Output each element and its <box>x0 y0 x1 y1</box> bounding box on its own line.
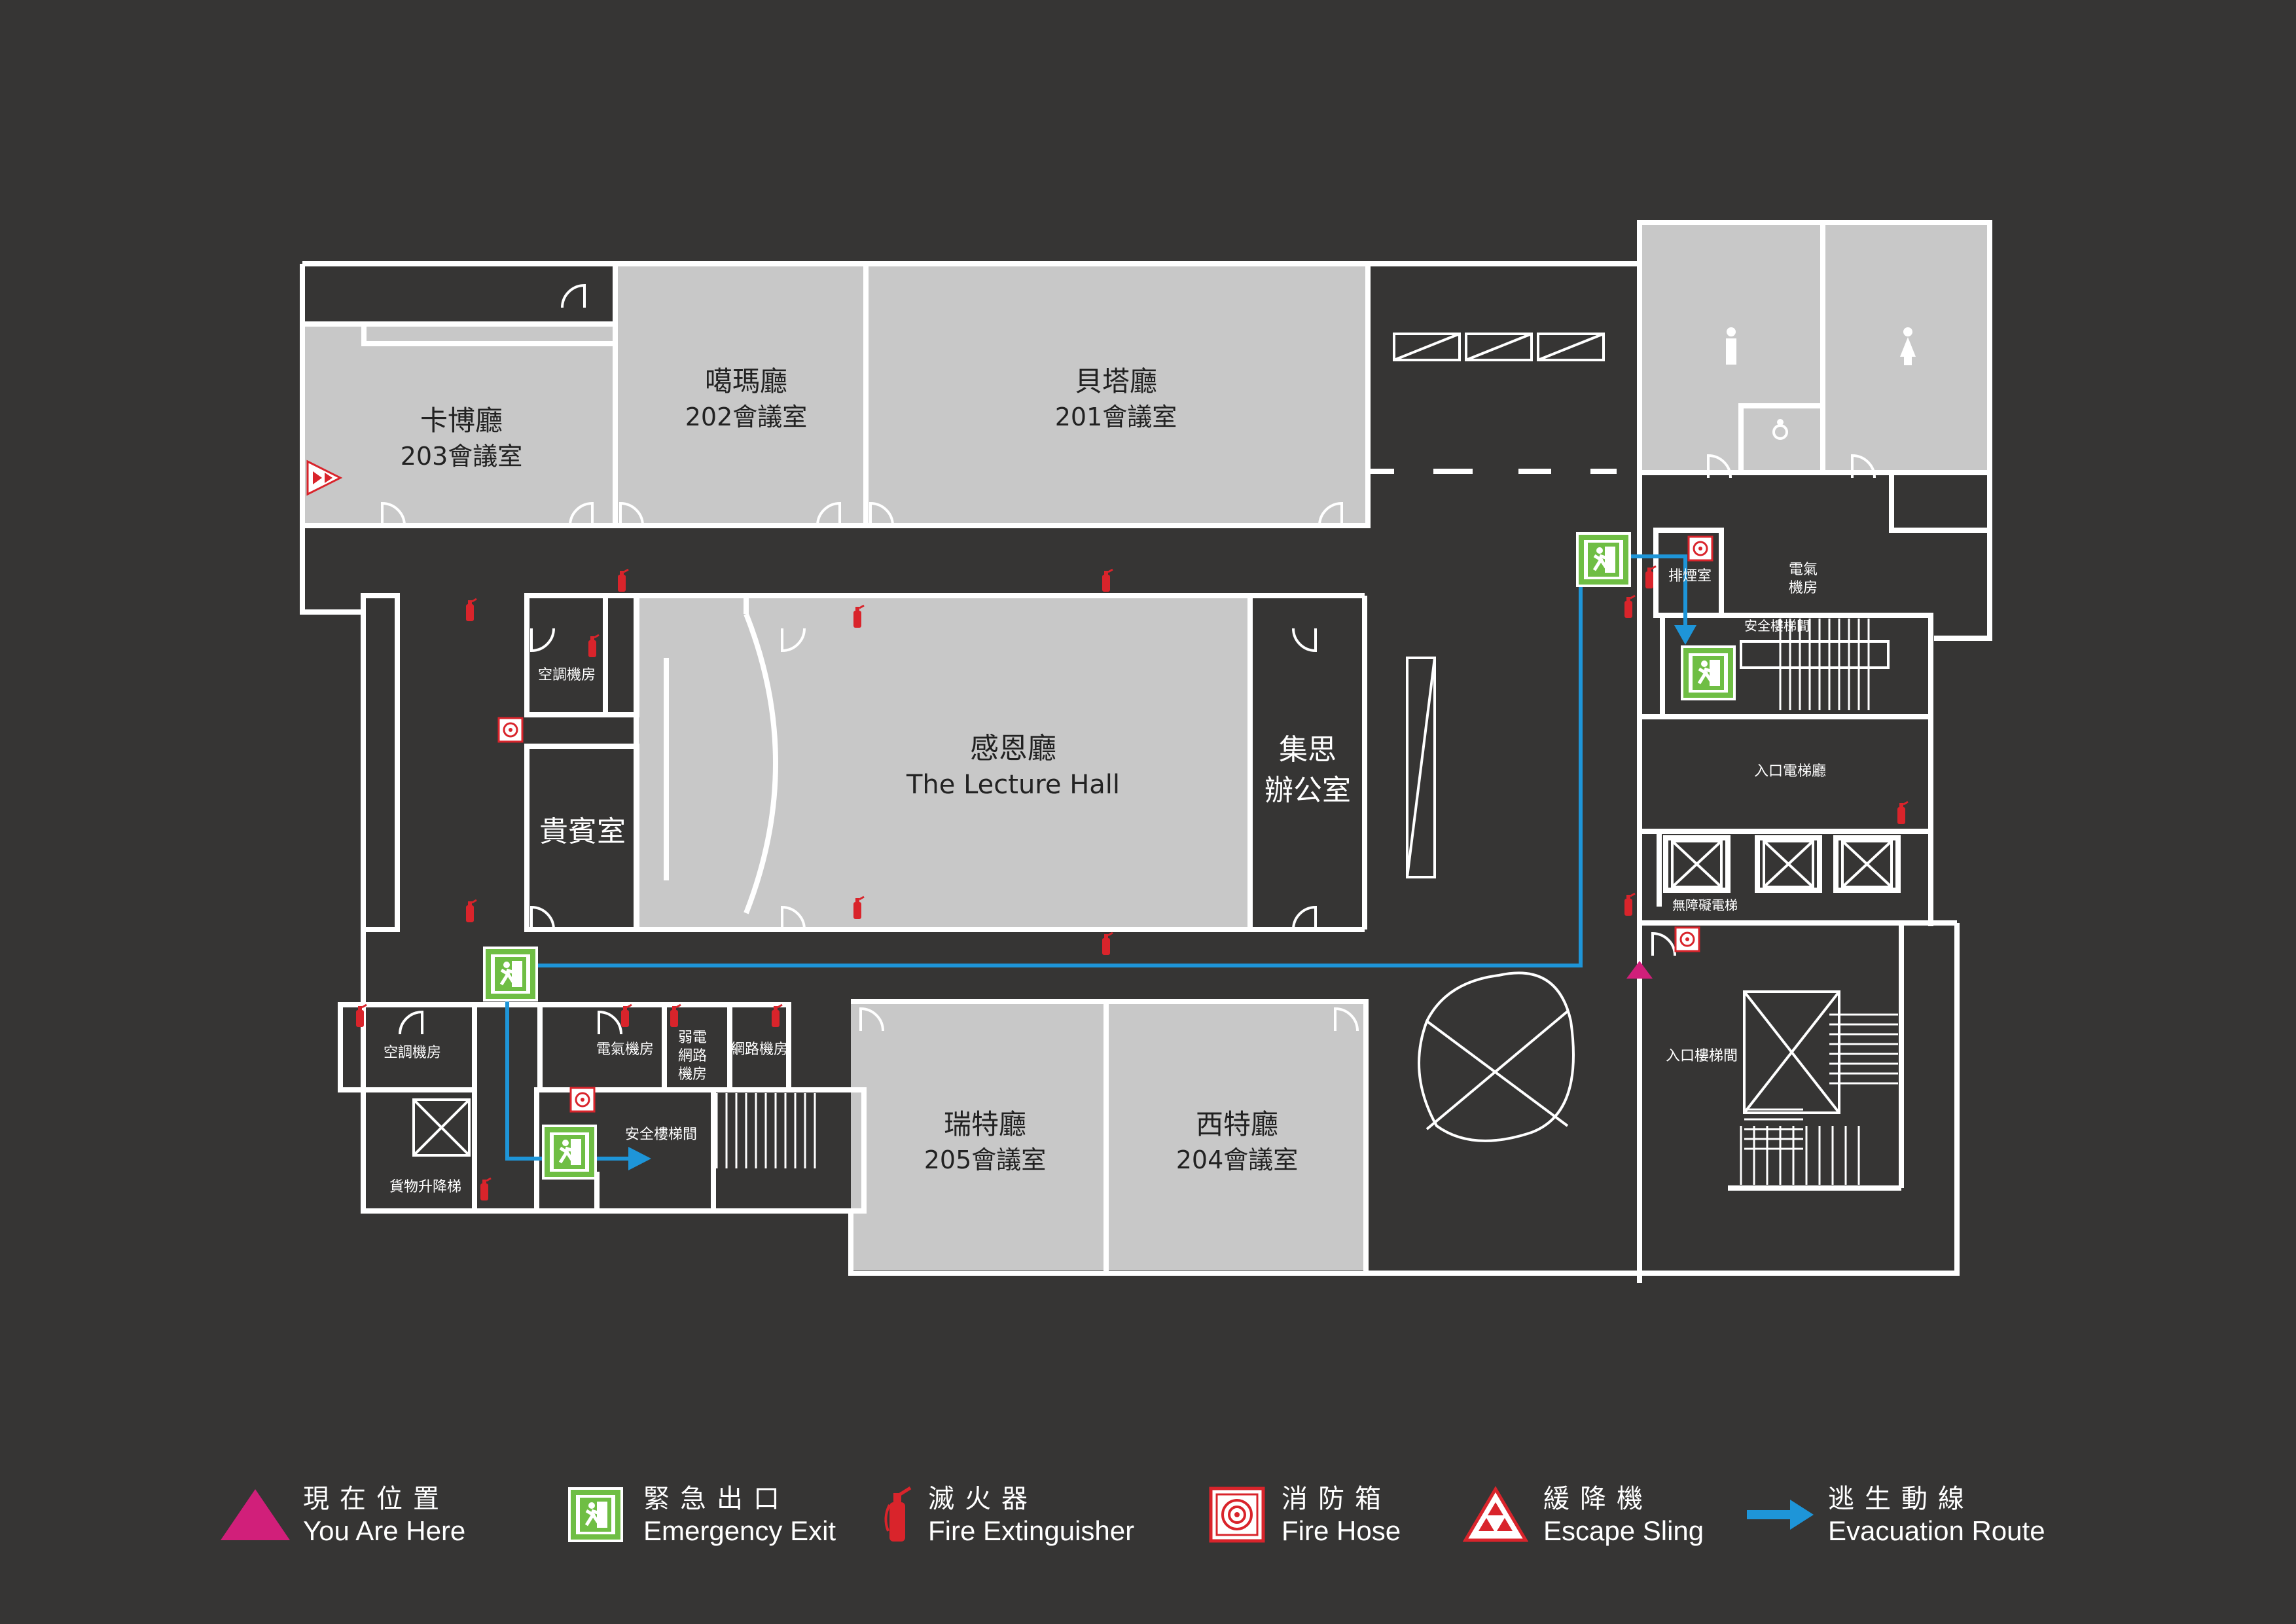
room-name-weak-current-2: 網路 <box>678 1048 707 1064</box>
you-are-here-icon <box>219 1485 291 1544</box>
fire-extinguisher-icon <box>877 1485 916 1544</box>
legend-zh: 緊急出口 <box>643 1484 790 1514</box>
route-arrow <box>628 1147 651 1170</box>
room-number-gama: 202會議室 <box>685 403 808 431</box>
legend-en: Escape Sling <box>1543 1515 1704 1546</box>
room-number-beta: 201會議室 <box>1055 403 1177 431</box>
legend-item-fire-extinguisher: 滅火器 Fire Extinguisher <box>877 1483 1134 1547</box>
room-number-xite: 204會議室 <box>1176 1146 1299 1174</box>
room-name-jisi-office: 辦公室 <box>1265 774 1351 807</box>
room-name-jisi: 集思 <box>1279 733 1336 767</box>
room-name-stairwell-1: 安全樓梯間 <box>625 1127 697 1143</box>
legend-item-evacuation-route: 逃生動線 Evacuation Route <box>1744 1483 2045 1547</box>
room-name-stairwell-2: 安全樓梯間 <box>1744 618 1810 634</box>
legend-zh: 消防箱 <box>1282 1484 1391 1514</box>
room-name-freight-elevator: 貨物升降梯 <box>389 1179 461 1195</box>
room-name-electrical: 電氣機房 <box>596 1041 654 1058</box>
legend-en: Evacuation Route <box>1828 1515 2045 1546</box>
escape-sling-icon <box>1460 1485 1532 1544</box>
legend-en: Fire Hose <box>1282 1515 1401 1546</box>
room-name-hvac-2: 空調機房 <box>384 1045 441 1061</box>
room-name-xite: 西特廳 <box>1196 1108 1278 1140</box>
room-name-entrance-elevator-lobby: 入口電梯廳 <box>1754 763 1826 780</box>
room-name-weak-current-3: 機房 <box>678 1066 707 1083</box>
room-number-ruite: 205會議室 <box>924 1146 1047 1174</box>
room-name-electrical-2b: 機房 <box>1789 580 1818 596</box>
legend: 現在位置 You Are Here 緊急出口 Emergency Exit 滅火… <box>0 1483 2296 1561</box>
legend-en: Emergency Exit <box>643 1515 836 1546</box>
emergency-exit-icon <box>560 1485 632 1544</box>
legend-zh: 逃生動線 <box>1828 1484 1975 1514</box>
room-name-smoke-exhaust: 排煙室 <box>1668 568 1712 585</box>
legend-zh: 滅火器 <box>928 1484 1038 1514</box>
elevator-shafts <box>412 333 1893 1157</box>
room-fills <box>302 223 1990 1270</box>
escape-sling-marker <box>306 460 343 496</box>
legend-item-emergency-exit: 緊急出口 Emergency Exit <box>560 1483 836 1547</box>
room-name-lecture-hall: 感恩廳 <box>970 732 1056 765</box>
room-name-hvac-1: 空調機房 <box>538 667 596 683</box>
room-name-entrance-stairwell: 入口樓梯間 <box>1666 1048 1738 1064</box>
room-name-gama: 噶瑪廳 <box>705 365 787 397</box>
stair-treads <box>715 619 1898 1185</box>
room-name-electrical-2a: 電氣 <box>1789 562 1818 578</box>
legend-en: You Are Here <box>303 1515 466 1546</box>
room-name-lecture-hall-en: The Lecture Hall <box>906 770 1120 800</box>
route-arrow <box>1674 625 1696 645</box>
legend-zh: 緩降機 <box>1543 1484 1653 1514</box>
you-are-here-marker <box>1626 961 1653 979</box>
legend-item-escape-sling: 緩降機 Escape Sling <box>1460 1483 1704 1547</box>
room-name-beta: 貝塔廳 <box>1075 365 1157 397</box>
legend-en: Fire Extinguisher <box>928 1515 1135 1546</box>
legend-zh: 現在位置 <box>303 1484 450 1514</box>
room-name-vip: 貴賓室 <box>539 815 626 848</box>
legend-item-you-are-here: 現在位置 You Are Here <box>219 1483 465 1547</box>
room-name-weak-current-1: 弱電 <box>678 1030 707 1046</box>
room-name-kabo: 卡博廳 <box>420 405 503 437</box>
walls <box>300 220 1992 1283</box>
room-name-accessible-elevator: 無障礙電梯 <box>1672 897 1738 913</box>
fire-hose-icon <box>1204 1485 1270 1544</box>
room-name-ruite: 瑞特廳 <box>944 1108 1026 1140</box>
evacuation-route-icon <box>1744 1485 1816 1544</box>
legend-item-fire-hose: 消防箱 Fire Hose <box>1204 1483 1401 1547</box>
room-name-network: 網路機房 <box>730 1041 788 1058</box>
room-number-kabo: 203會議室 <box>401 442 523 471</box>
room-labels: 卡博廳 203會議室 噶瑪廳 202會議室 貝塔廳 201會議室 感恩廳 The… <box>384 365 1826 1195</box>
restroom-icons <box>1726 327 1916 440</box>
